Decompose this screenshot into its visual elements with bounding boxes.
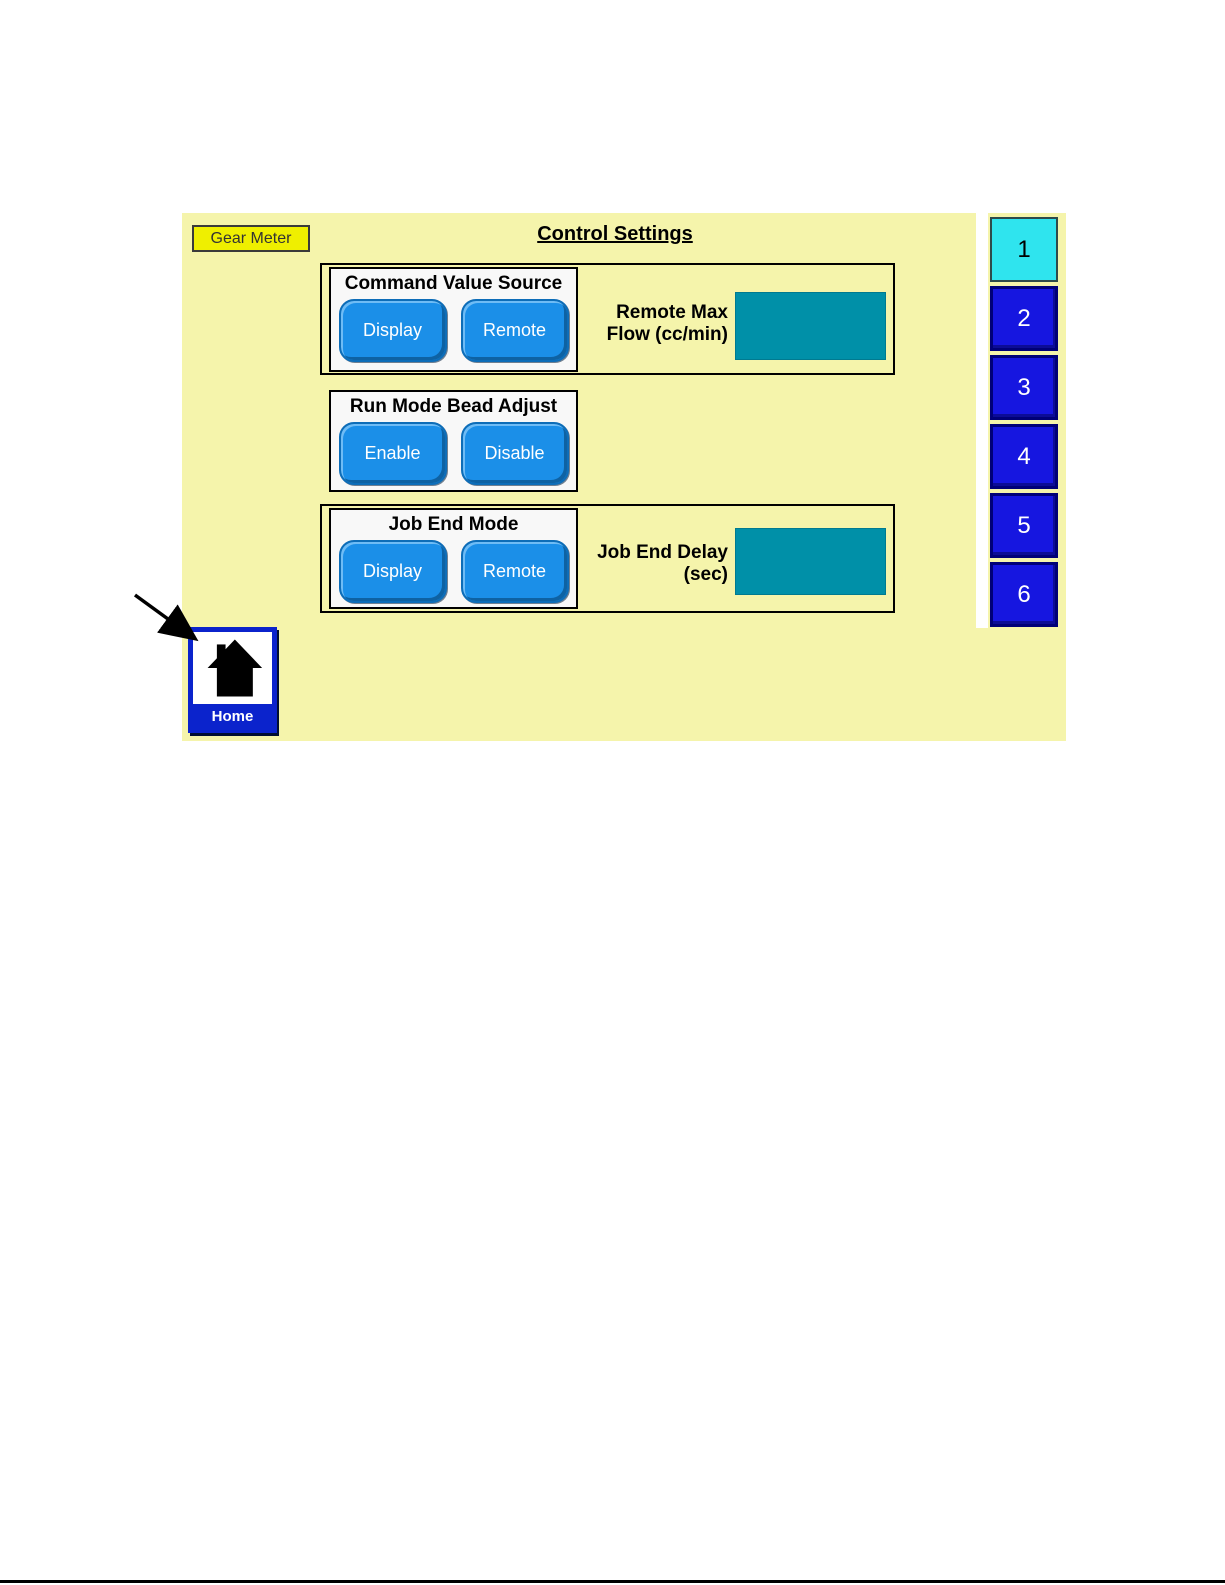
group-title-run-mode-bead-adjust: Run Mode Bead Adjust <box>349 396 558 417</box>
page-button-5[interactable]: 5 <box>990 493 1058 558</box>
job-end-delay-label: Job End Delay (sec) <box>578 542 728 586</box>
callout-arrow <box>133 593 199 642</box>
job-end-mode-group: Job End Mode Display Remote <box>329 508 578 609</box>
remote-max-flow-label: Remote Max Flow (cc/min) <box>578 302 728 346</box>
home-house-icon <box>207 639 262 697</box>
command-source-remote-button[interactable]: Remote <box>460 299 569 362</box>
job-end-delay-label-line1: Job End Delay <box>597 542 728 563</box>
page-button-1[interactable]: 1 <box>990 217 1058 282</box>
page-button-2[interactable]: 2 <box>990 286 1058 351</box>
job-end-delay-label-line2: (sec) <box>683 564 728 585</box>
page-button-4[interactable]: 4 <box>990 424 1058 489</box>
job-end-mode-frame <box>320 504 895 613</box>
command-value-source-group: Command Value Source Display Remote <box>329 267 578 372</box>
nav-separator <box>976 213 988 628</box>
job-end-display-button[interactable]: Display <box>338 540 447 603</box>
home-button-label: Home <box>193 704 272 728</box>
job-end-remote-button[interactable]: Remote <box>460 540 569 603</box>
page-footer-rule <box>0 1580 1225 1583</box>
job-end-delay-field[interactable] <box>735 528 886 595</box>
command-value-source-frame <box>320 263 895 375</box>
home-button[interactable]: Home <box>188 627 277 733</box>
page-button-3[interactable]: 3 <box>990 355 1058 420</box>
remote-max-flow-field[interactable] <box>735 292 886 360</box>
device-label: Gear Meter <box>192 225 310 252</box>
page-title: Control Settings <box>537 223 693 245</box>
group-title-command-value-source: Command Value Source <box>344 273 563 294</box>
run-mode-bead-adjust-group: Run Mode Bead Adjust Enable Disable <box>329 390 578 492</box>
group-title-job-end-mode: Job End Mode <box>388 514 519 535</box>
remote-max-flow-label-line1: Remote Max <box>616 302 728 323</box>
bead-adjust-enable-button[interactable]: Enable <box>338 422 447 485</box>
bead-adjust-disable-button[interactable]: Disable <box>460 422 569 485</box>
control-settings-screen: Gear Meter Control Settings Command Valu… <box>182 213 1066 741</box>
remote-max-flow-label-line2: Flow (cc/min) <box>606 324 728 345</box>
command-source-display-button[interactable]: Display <box>338 299 447 362</box>
page-button-6[interactable]: 6 <box>990 562 1058 627</box>
